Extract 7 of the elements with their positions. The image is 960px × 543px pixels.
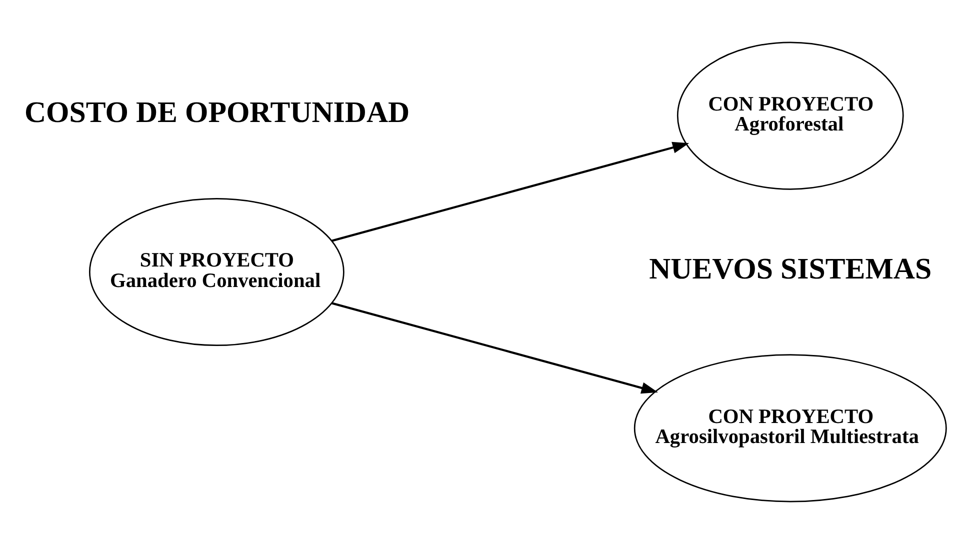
arrow [332,302,658,394]
arrow [332,141,690,242]
node-ellipse: CON PROYECTO Agrosilvopastoril Multiestrata [634,354,947,502]
node-ellipse: SIN PROYECTO Ganadero Convencional [89,197,344,346]
node-ellipse: CON PROYECTO Agroforestal [676,41,904,190]
label: NUEVOS SISTEMAS [649,252,932,285]
label: COSTO DE OPORTUNIDAD [24,96,410,129]
